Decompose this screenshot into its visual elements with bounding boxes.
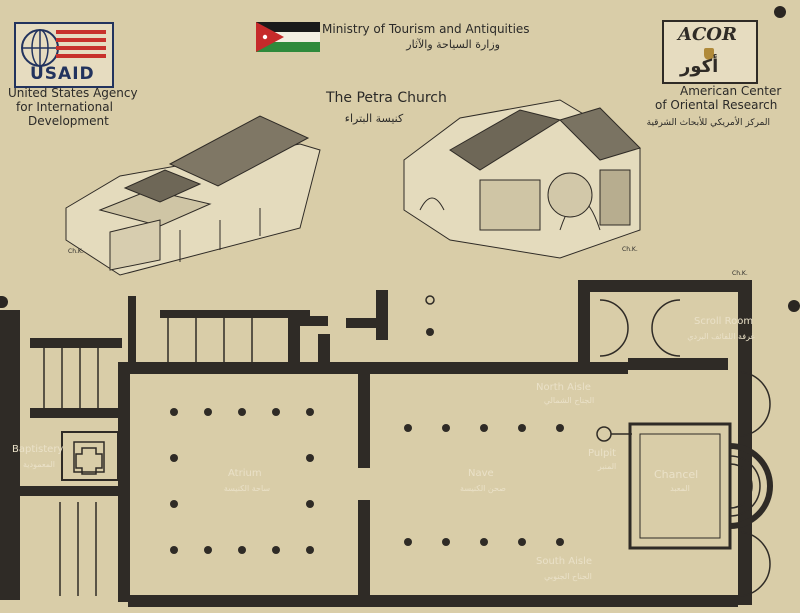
drawing-credit-right: Ch.K.: [622, 246, 638, 253]
label-nave: Nave: [468, 468, 494, 479]
label-scroll-room: Scroll Room: [694, 316, 754, 327]
label-chancel-ar: المعبد: [670, 484, 690, 493]
label-chancel: Chancel: [654, 468, 699, 481]
label-south-aisle-ar: الجناح الجنوبي: [544, 572, 592, 581]
label-north-aisle: North Aisle: [536, 382, 591, 393]
usaid-flag-icon: [21, 29, 106, 67]
label-pulpit-ar: المنبر: [597, 462, 617, 471]
usaid-name-line-1: United States Agency: [8, 86, 138, 100]
usaid-name-line-3: Development: [28, 114, 109, 128]
acor-logo-ar: أكور: [680, 56, 719, 77]
label-atrium-ar: ساحة الكنيسة: [223, 484, 271, 493]
usaid-logo: USAID: [14, 22, 114, 88]
acor-lamp-icon: [704, 48, 714, 60]
page-title-ar: كنيسة البتراء: [344, 112, 404, 125]
label-baptistery: Baptistery: [12, 444, 64, 455]
acor-logo: ACOR أكور: [662, 20, 758, 84]
screw-icon: [788, 300, 800, 312]
label-north-aisle-ar: الجناح الشمالي: [543, 396, 595, 405]
plan-credit: Ch.K.: [732, 270, 748, 277]
acor-name-line-1: American Center: [680, 84, 782, 98]
usaid-name-line-2: for International: [16, 100, 113, 114]
acor-logo-en: ACOR: [678, 24, 737, 45]
ministry-name-ar: وزارة السياحة والآثار: [406, 38, 500, 51]
acor-name-line-2: of Oriental Research: [655, 98, 778, 112]
label-pulpit: Pulpit: [588, 448, 617, 459]
ministry-name-en: Ministry of Tourism and Antiquities: [322, 22, 530, 36]
drawing-credit-left: Ch.K.: [68, 248, 84, 255]
acor-name-ar: المركز الأمريكي للأبحاث الشرقية: [646, 118, 770, 128]
usaid-logo-text: USAID: [30, 64, 95, 84]
label-south-aisle: South Aisle: [536, 556, 593, 567]
label-scroll-room-ar: غرفة اللفائف البردي: [687, 332, 755, 341]
label-atrium: Atrium: [228, 468, 262, 479]
screw-icon: [774, 6, 786, 18]
screw-icon: [0, 296, 8, 308]
label-baptistery-ar: المعمودية: [23, 460, 55, 469]
label-nave-ar: صحن الكنيسة: [460, 484, 506, 493]
